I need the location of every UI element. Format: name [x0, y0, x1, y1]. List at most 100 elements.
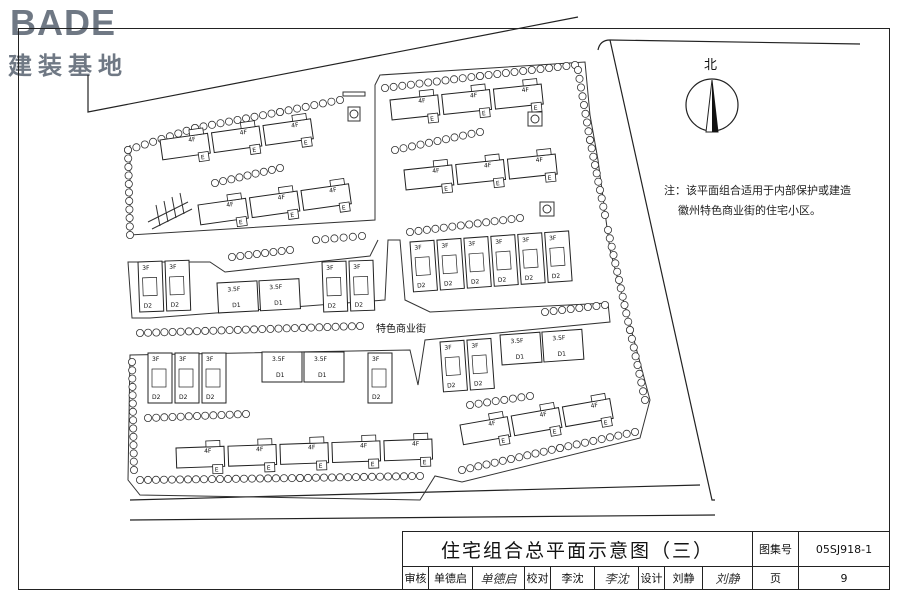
tree	[416, 140, 425, 149]
tree	[225, 410, 234, 419]
house-court	[205, 368, 221, 388]
tree	[622, 309, 631, 318]
house-court	[169, 276, 185, 296]
tree	[482, 218, 491, 227]
tree	[515, 453, 524, 462]
floor-label-3f: 3F	[169, 264, 177, 271]
slab-stair	[470, 83, 486, 92]
tree	[605, 234, 614, 243]
tree	[609, 250, 618, 259]
tree	[596, 185, 605, 194]
floor-label-4f: 4F	[360, 442, 368, 449]
tree	[129, 416, 138, 425]
tree	[607, 242, 616, 251]
checker-signature: 李沈	[595, 567, 639, 589]
drawing-title: 住宅组合总平面示意图（三）	[403, 532, 753, 567]
slab-stair	[205, 440, 221, 448]
tree	[629, 343, 638, 352]
slab-unit	[383, 438, 434, 462]
tree	[201, 326, 210, 335]
tree-rows	[124, 61, 650, 484]
house-court	[441, 254, 458, 275]
tree	[599, 202, 608, 211]
tree	[331, 322, 340, 331]
unit-type-d2: D2	[498, 276, 507, 284]
slab-stair	[291, 113, 308, 122]
tree	[335, 96, 344, 105]
note-line-2: 徽州特色商业街的住宅小区。	[678, 204, 821, 217]
slab-unit	[227, 443, 278, 467]
tree	[526, 391, 535, 400]
floor-label-3f: 3F	[495, 239, 503, 247]
slab-unit	[441, 88, 493, 116]
tree	[474, 462, 483, 471]
tree	[422, 225, 431, 234]
unit-type-d2: D2	[525, 274, 534, 282]
tree	[450, 75, 459, 84]
unit-type-e: E	[444, 186, 449, 193]
slab-stair	[539, 401, 556, 412]
tree	[129, 457, 138, 466]
house-court	[371, 368, 387, 388]
pavilions	[342, 91, 555, 217]
unit-type-d2: D2	[327, 303, 336, 310]
unit-type-e: E	[533, 105, 538, 112]
floor-label-3f: 3F	[414, 244, 422, 252]
floor-label-35f: 3.5F	[272, 356, 286, 363]
floor-label-4f: 4F	[484, 162, 493, 170]
tree	[339, 233, 348, 242]
designer-signature: 刘静	[703, 567, 753, 589]
tree	[507, 215, 516, 224]
floor-label-4f: 4F	[188, 136, 197, 144]
slab-stair	[329, 178, 346, 187]
tree	[580, 101, 589, 110]
slab-stair	[418, 88, 435, 98]
tree	[375, 472, 384, 481]
tree	[465, 220, 474, 229]
unit-type-d2: D2	[152, 394, 161, 401]
tree	[241, 114, 250, 123]
floor-label-4f: 4F	[590, 402, 599, 410]
entrance-box	[235, 215, 248, 228]
tree	[183, 475, 192, 484]
slab-unit	[210, 125, 263, 154]
tree	[247, 474, 256, 483]
floor-label-4f: 4F	[432, 167, 441, 175]
tree	[581, 109, 590, 118]
tree	[591, 160, 600, 169]
tree	[307, 323, 316, 332]
tree	[611, 259, 620, 268]
tree	[519, 67, 528, 76]
unit-type-d1: D1	[318, 372, 327, 379]
slab-unit	[159, 132, 211, 161]
floor-label-4f: 4F	[239, 129, 248, 137]
tree	[277, 246, 286, 255]
tree	[231, 474, 240, 483]
slab-unit	[300, 183, 352, 211]
tree	[601, 300, 610, 309]
unit-type-e: E	[501, 437, 506, 445]
tree	[129, 465, 138, 474]
floor-label-3f: 3F	[468, 240, 476, 248]
tree	[321, 235, 330, 244]
floor-label-4f: 4F	[291, 122, 300, 130]
tree	[259, 167, 268, 176]
unit-type-d1: D1	[557, 350, 566, 358]
tree	[319, 473, 328, 482]
slab-stair	[188, 127, 205, 137]
tree	[491, 397, 500, 406]
tree	[209, 326, 218, 335]
tree	[125, 213, 134, 222]
unit-type-e: E	[341, 204, 346, 211]
floor-label-4f: 4F	[539, 411, 548, 419]
street-label: 特色商业街	[376, 322, 426, 335]
unit-type-e: E	[215, 467, 219, 474]
tree	[124, 162, 133, 171]
entrance-box	[441, 182, 454, 194]
floor-label-4f: 4F	[329, 187, 338, 195]
tree	[380, 84, 389, 93]
slab-stair	[432, 158, 449, 168]
floor-label-4f: 4F	[204, 448, 212, 455]
